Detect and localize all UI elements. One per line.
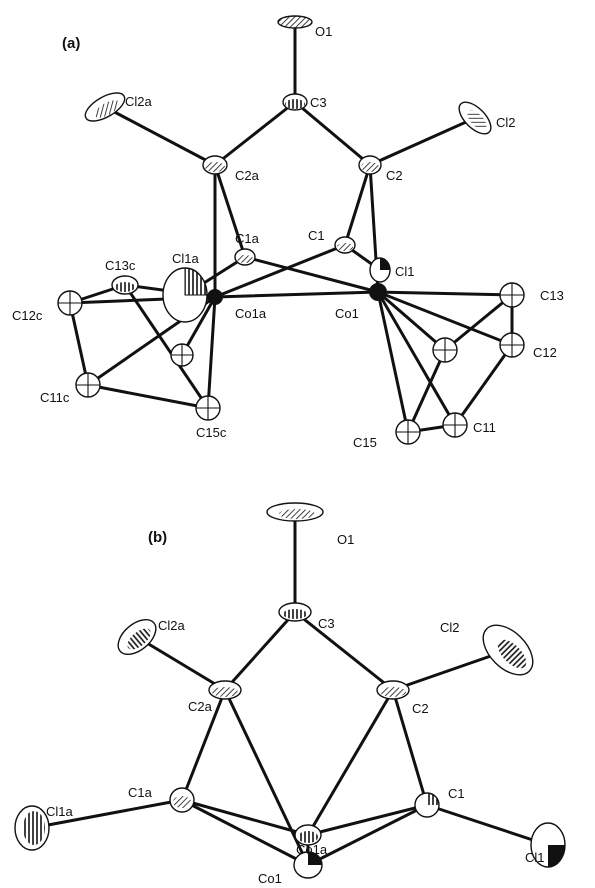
panel-b-label: (b) (148, 529, 167, 546)
panel-a: (a) (12, 15, 564, 450)
panel-b-atoms (14, 502, 566, 879)
label-a-cl1a: Cl1a (172, 251, 200, 266)
label-a-co1: Co1 (335, 306, 359, 321)
atom-co1a (207, 289, 223, 305)
label-a-c3: C3 (310, 95, 327, 110)
label-a-c2: C2 (386, 168, 403, 183)
label-b-cl2a: Cl2a (158, 618, 186, 633)
label-a-c2a: C2a (235, 168, 260, 183)
label-a-cl2: Cl2 (496, 115, 516, 130)
panel-a-atoms (57, 15, 525, 445)
label-b-cl1: Cl1 (525, 850, 545, 865)
label-a-c12c: C12c (12, 308, 43, 323)
label-b-cl2: Cl2 (440, 620, 460, 635)
label-b-co1: Co1 (258, 871, 282, 886)
label-a-c13: C13 (540, 288, 564, 303)
label-a-c1: C1 (308, 228, 325, 243)
panel-a-bonds (68, 20, 514, 434)
panel-b-bonds (30, 510, 550, 867)
label-a-c1a: C1a (235, 231, 260, 246)
label-a-c15: C15 (353, 435, 377, 450)
label-b-c2: C2 (412, 701, 429, 716)
label-b-c1: C1 (448, 786, 465, 801)
label-a-cl2a: Cl2a (125, 94, 153, 109)
label-b-co1a: Co1a (296, 842, 328, 857)
label-b-c3: C3 (318, 616, 335, 631)
label-a-c12: C12 (533, 345, 557, 360)
label-b-o1: O1 (337, 532, 354, 547)
label-b-c1a: C1a (128, 785, 153, 800)
label-a-c13c: C13c (105, 258, 136, 273)
label-a-co1a: Co1a (235, 306, 267, 321)
panel-b: (b) (14, 502, 566, 886)
label-b-cl1a: Cl1a (46, 804, 74, 819)
panel-a-labels: O1 C3 Cl2a Cl2 C2a C2 C1a C1 Cl1a Cl1 C1… (12, 24, 564, 450)
label-a-c11: C11 (473, 420, 496, 435)
label-b-c2a: C2a (188, 699, 213, 714)
panel-b-labels: O1 C3 Cl2a Cl2 C2a C2 C1a C1 Cl1a Cl1 Co… (46, 532, 545, 886)
label-a-c11c: C11c (40, 390, 70, 405)
label-a-cl1: Cl1 (395, 264, 415, 279)
atom-co1 (369, 283, 387, 301)
panel-a-label: (a) (62, 35, 80, 52)
label-a-c15c: C15c (196, 425, 227, 440)
label-a-o1: O1 (315, 24, 332, 39)
